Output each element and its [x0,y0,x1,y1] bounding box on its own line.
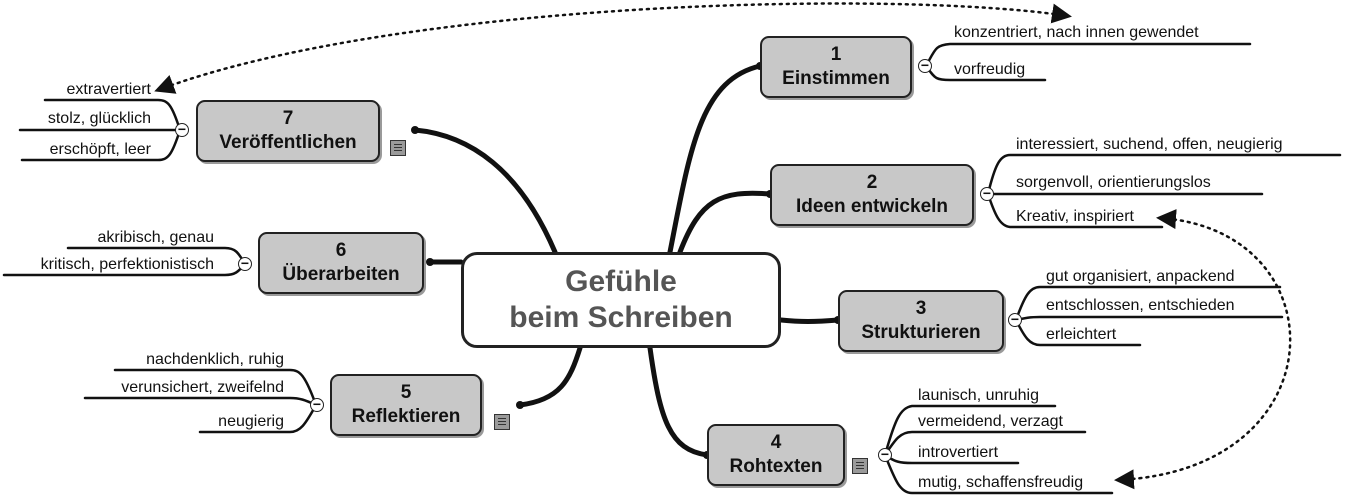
note-icon[interactable] [390,140,406,156]
branch-1 [667,63,763,255]
collapse-toggle-5[interactable]: − [310,397,324,412]
branch-3 [778,317,841,324]
relation-arrow-top [154,2,1072,94]
node-number: 7 [282,108,294,129]
detail-label: introvertiert [918,444,999,461]
detail-label: mutig, schaffensfreudig [918,474,1084,491]
node-strukturieren[interactable]: 3 Strukturieren [838,290,1004,352]
node-title: Einstimmen [782,68,890,89]
node-number: 3 [915,298,927,319]
note-icon[interactable] [494,414,510,430]
node-ueberarbeiten[interactable]: 6 Überarbeiten [258,232,424,294]
collapse-toggle-6[interactable]: − [238,256,252,271]
node-title: Rohtexten [729,456,823,477]
detail-label: vorfreudig [954,61,1026,78]
node-title: Überarbeiten [282,264,400,285]
detail-label: entschlossen, entschieden [1046,297,1235,314]
central-topic-line2: beim Schreiben [509,301,733,334]
node-einstimmen[interactable]: 1 Einstimmen [760,36,912,98]
detail-label: launisch, unruhig [918,387,1039,404]
branch-7 [412,127,558,255]
central-topic[interactable]: Gefühle beim Schreiben [461,252,781,348]
collapse-toggle-7[interactable]: − [175,122,189,137]
detail-label: gut organisiert, anpackend [1046,268,1235,285]
node-title: Ideen entwickeln [795,196,949,217]
collapse-toggle-3[interactable]: − [1008,312,1022,327]
node-title: Strukturieren [861,322,981,343]
detail-label: kritisch, perfektionistisch [40,256,214,273]
node-reflektieren[interactable]: 5 Reflektieren [330,374,482,436]
central-topic-line1: Gefühle [565,265,677,298]
node-title: Reflektieren [351,406,461,427]
detail-label: erschöpft, leer [49,141,151,158]
detail-label: neugierig [218,413,284,430]
relation-arrow-right [1114,209,1292,490]
collapse-toggle-4[interactable]: − [878,447,892,462]
detail-label: vermeidend, verzagt [918,413,1063,430]
branch-2 [677,190,773,255]
branch-4 [647,345,710,458]
node-rohtexten[interactable]: 4 Rohtexten [707,424,845,486]
detail-label: nachdenklich, ruhig [146,351,284,368]
node-number: 1 [830,44,842,65]
note-icon[interactable] [852,458,868,474]
detail-label: interessiert, suchend, offen, neugierig [1016,136,1283,153]
detail-label: Kreativ, inspiriert [1016,208,1134,225]
node-ideen-entwickeln[interactable]: 2 Ideen entwickeln [770,164,974,226]
branch-5 [517,345,583,408]
node-number: 5 [400,382,412,403]
node-title: Veröffentlichen [219,132,357,153]
node-number: 2 [866,172,878,193]
detail-label: extravertiert [66,81,151,98]
node-veroeffentlichen[interactable]: 7 Veröffentlichen [196,100,380,162]
detail-label: erleichtert [1046,326,1117,343]
node-number: 4 [770,432,782,453]
detail-label: stolz, glücklich [47,110,151,127]
collapse-toggle-2[interactable]: − [980,186,994,201]
detail-label: konzentriert, nach innen gewendet [954,24,1199,41]
detail-label: akribisch, genau [97,229,214,246]
node-number: 6 [335,240,347,261]
detail-label: sorgenvoll, orientierungslos [1016,174,1211,191]
collapse-toggle-1[interactable]: − [918,58,932,73]
detail-label: verunsichert, zweifelnd [121,379,284,396]
